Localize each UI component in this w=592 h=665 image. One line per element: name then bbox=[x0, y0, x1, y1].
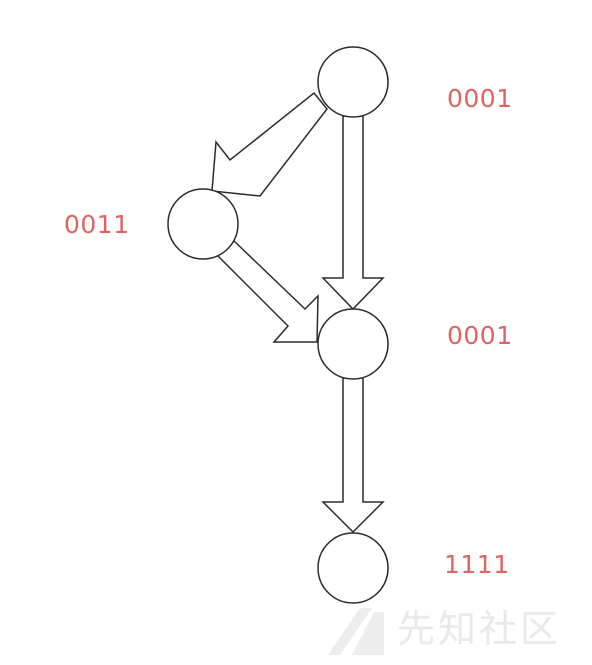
node-mid bbox=[317, 308, 389, 380]
edge-left-to-mid bbox=[216, 238, 319, 343]
node-left-label: 0011 bbox=[64, 210, 130, 239]
node-bottom-label: 1111 bbox=[444, 550, 510, 579]
node-left bbox=[167, 188, 239, 260]
edge-top-to-left bbox=[211, 91, 328, 197]
node-top bbox=[317, 46, 389, 118]
edge-mid-to-bottom bbox=[321, 377, 385, 534]
node-top-label: 0001 bbox=[447, 84, 513, 113]
node-bottom bbox=[317, 532, 389, 604]
edge-top-to-mid bbox=[321, 115, 385, 311]
node-mid-label: 0001 bbox=[447, 321, 513, 350]
